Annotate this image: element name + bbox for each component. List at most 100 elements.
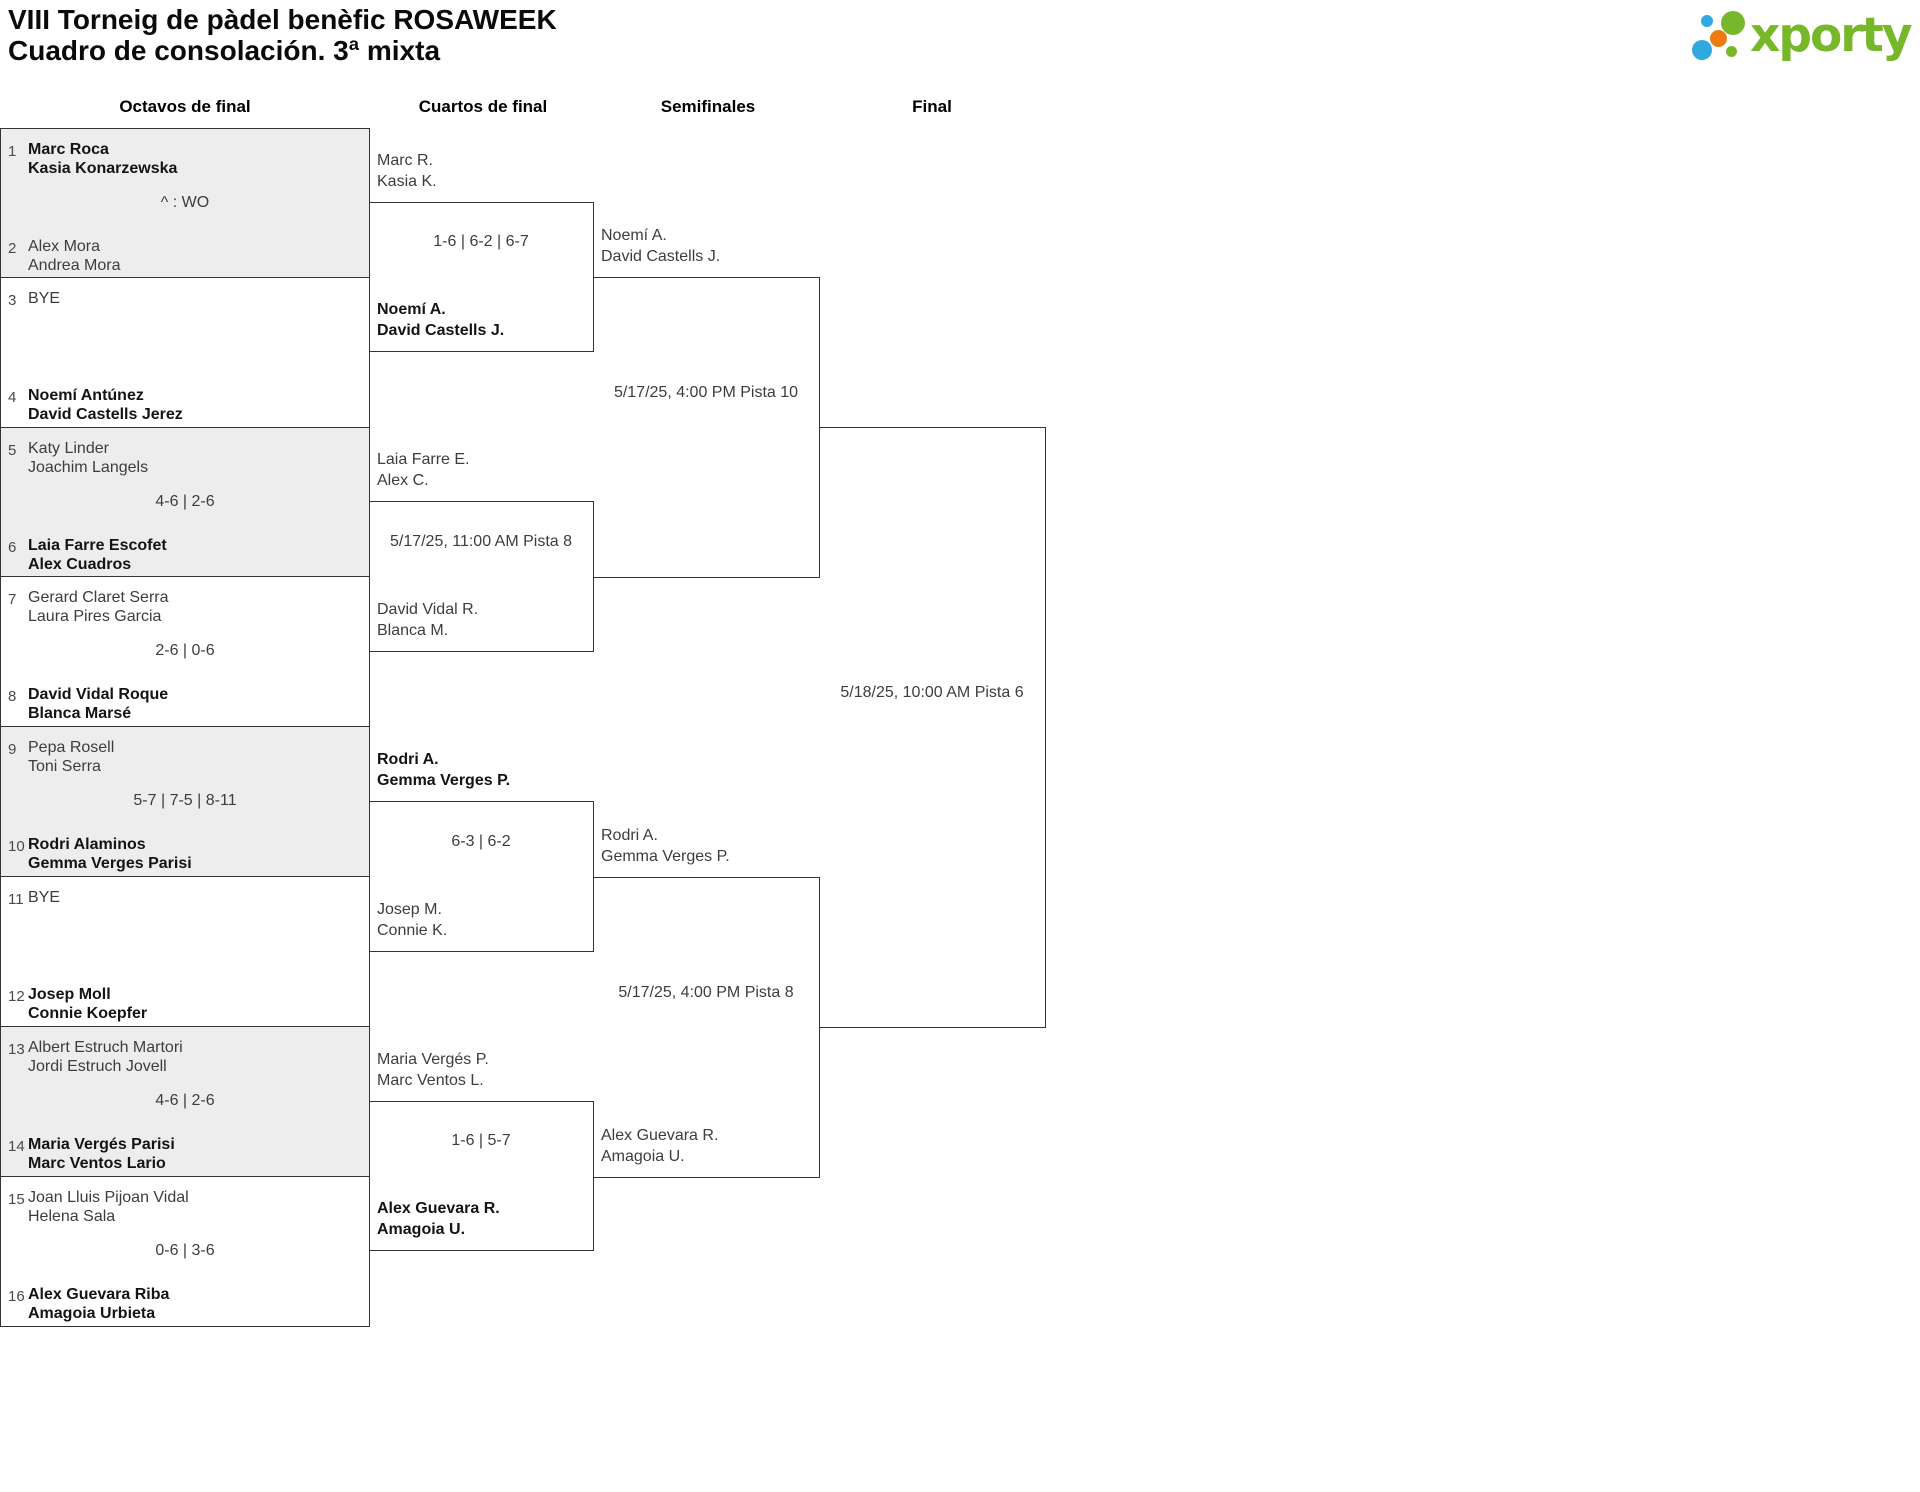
team-line: Noemí A. bbox=[601, 227, 667, 244]
seed-number: 3 bbox=[8, 292, 17, 309]
r16-match-5: 9 Pepa Rosell Toni Serra 5-7 | 7-5 | 8-1… bbox=[0, 726, 370, 877]
match-score: 4-6 | 2-6 bbox=[155, 493, 215, 510]
team-line: Noemí A. bbox=[377, 301, 446, 318]
team-line: Gemma Verges P. bbox=[601, 848, 730, 865]
sf2-bottom-team: Alex Guevara R. Amagoia U. bbox=[601, 1125, 718, 1167]
round-header-octavos: Octavos de final bbox=[119, 97, 251, 116]
team-name: Maria Vergés Parisi Marc Ventos Lario bbox=[28, 1135, 365, 1173]
team-line: Alex Guevara R. bbox=[377, 1200, 500, 1217]
team-line: Alex Guevara R. bbox=[601, 1127, 719, 1144]
team-line: Marc Ventos Lario bbox=[28, 1155, 166, 1172]
team-line: Kasia K. bbox=[377, 173, 437, 190]
team-line: Alex C. bbox=[377, 472, 429, 489]
seed-number: 16 bbox=[8, 1288, 25, 1305]
sf-match-1: 5/17/25, 4:00 PM Pista 10 bbox=[593, 277, 820, 578]
r16-match-6: 11 BYE 12 Josep Moll Connie Koepfer bbox=[0, 876, 370, 1027]
team-line: Laia Farre E. bbox=[377, 451, 470, 468]
team-line: Rodri Alaminos bbox=[28, 836, 146, 853]
qf2-bottom-team: David Vidal R. Blanca M. bbox=[377, 599, 478, 641]
r16-match-1: 1 Marc Roca Kasia Konarzewska ^ : WO 2 A… bbox=[0, 128, 370, 278]
round-header-cuartos: Cuartos de final bbox=[418, 97, 548, 116]
match-info: 5/17/25, 4:00 PM Pista 8 bbox=[618, 984, 794, 1001]
seed-number: 15 bbox=[8, 1191, 25, 1208]
match-score: 2-6 | 0-6 bbox=[155, 642, 215, 659]
r16-match-7: 13 Albert Estruch Martori Jordi Estruch … bbox=[0, 1026, 370, 1177]
qf1-top-team: Marc R. Kasia K. bbox=[377, 150, 437, 192]
team-line: Connie K. bbox=[377, 922, 448, 939]
team-line: Amagoia U. bbox=[377, 1221, 466, 1238]
seed-number: 8 bbox=[8, 688, 17, 705]
team-name: Albert Estruch Martori Jordi Estruch Jov… bbox=[28, 1038, 365, 1076]
team-line: David Vidal Roque bbox=[28, 686, 169, 703]
sf2-top-team: Rodri A. Gemma Verges P. bbox=[601, 825, 730, 867]
match-score: 1-6 | 6-2 | 6-7 bbox=[433, 233, 529, 250]
team-line: Laia Farre Escofet bbox=[28, 537, 167, 554]
qf1-bottom-team: Noemí A.David Castells J. bbox=[377, 299, 504, 341]
team-name: Rodri Alaminos Gemma Verges Parisi bbox=[28, 835, 365, 873]
team-line: Jordi Estruch Jovell bbox=[28, 1058, 167, 1075]
seed-number: 11 bbox=[8, 891, 24, 908]
page-title-line2: Cuadro de consolación. 3ª mixta bbox=[8, 35, 441, 66]
r16-match-8: 15 Joan Lluis Pijoan Vidal Helena Sala 0… bbox=[0, 1176, 370, 1327]
team-line: Alex Guevara Riba bbox=[28, 1286, 170, 1303]
team-name: BYE bbox=[28, 888, 365, 907]
team-name: Alex Mora Andrea Mora bbox=[28, 237, 365, 275]
team-line: Alex Mora bbox=[28, 238, 101, 255]
team-line: Pepa Rosell bbox=[28, 739, 115, 756]
match-info: 5/17/25, 4:00 PM Pista 10 bbox=[613, 384, 799, 401]
team-line: Helena Sala bbox=[28, 1208, 116, 1225]
team-line: Blanca M. bbox=[377, 622, 449, 639]
match-score: 4-6 | 2-6 bbox=[155, 1092, 215, 1109]
team-name: BYE bbox=[28, 289, 365, 308]
team-line: Andrea Mora bbox=[28, 257, 121, 274]
qf3-bottom-team: Josep M. Connie K. bbox=[377, 899, 447, 941]
team-line: Albert Estruch Martori bbox=[28, 1039, 183, 1056]
team-line: Toni Serra bbox=[28, 758, 101, 775]
logo-wordmark: xporty bbox=[1750, 8, 1913, 63]
match-score: 5-7 | 7-5 | 8-11 bbox=[133, 792, 237, 809]
r16-match-2: 3 BYE 4 Noemí Antúnez David Castells Jer… bbox=[0, 277, 370, 428]
logo-dot-green-small bbox=[1726, 46, 1737, 57]
qf4-bottom-team: Alex Guevara R. Amagoia U. bbox=[377, 1198, 500, 1240]
team-line: Maria Vergés P. bbox=[377, 1051, 489, 1068]
seed-number: 9 bbox=[8, 741, 17, 758]
seed-number: 1 bbox=[8, 143, 17, 160]
team-line: Josep Moll bbox=[28, 986, 111, 1003]
team-name: Joan Lluis Pijoan Vidal Helena Sala bbox=[28, 1188, 365, 1226]
seed-number: 4 bbox=[8, 389, 17, 406]
match-score: 0-6 | 3-6 bbox=[155, 1242, 215, 1259]
match-info: 5/18/25, 10:00 AM Pista 6 bbox=[840, 684, 1024, 701]
team-line: Marc R. bbox=[377, 152, 433, 169]
team-line: Rodri A. bbox=[377, 751, 439, 768]
team-name: Gerard Claret Serra Laura Pires Garcia bbox=[28, 588, 365, 626]
match-score: ^ : WO bbox=[160, 194, 210, 211]
logo-dot-orange bbox=[1710, 30, 1727, 47]
team-line: Gemma Verges P. bbox=[377, 772, 511, 789]
team-line: Alex Cuadros bbox=[28, 556, 132, 573]
team-line: BYE bbox=[28, 290, 61, 307]
team-name: David Vidal Roque Blanca Marsé bbox=[28, 685, 365, 723]
team-line: Rodri A. bbox=[601, 827, 658, 844]
team-line: BYE bbox=[28, 889, 61, 906]
team-line: Maria Vergés Parisi bbox=[28, 1136, 175, 1153]
team-line: Amagoia Urbieta bbox=[28, 1305, 156, 1322]
team-line: Laura Pires Garcia bbox=[28, 608, 162, 625]
team-line: Marc Roca bbox=[28, 141, 109, 158]
team-line: Connie Koepfer bbox=[28, 1005, 148, 1022]
team-name: Noemí Antúnez David Castells Jerez bbox=[28, 386, 365, 424]
team-line: David Vidal R. bbox=[377, 601, 479, 618]
seed-number: 2 bbox=[8, 240, 17, 257]
logo-dot-blue-small bbox=[1701, 15, 1713, 27]
final-match: 5/18/25, 10:00 AM Pista 6 bbox=[819, 427, 1046, 1028]
xporty-logo[interactable]: xporty bbox=[1690, 0, 1920, 80]
team-line: Amagoia U. bbox=[601, 1148, 685, 1165]
seed-number: 12 bbox=[8, 988, 25, 1005]
qf3-top-team: Rodri A. Gemma Verges P. bbox=[377, 749, 510, 791]
match-score: 6-3 | 6-2 bbox=[451, 833, 511, 850]
team-name: Katy Linder Joachim Langels bbox=[28, 439, 365, 477]
team-line: David Castells Jerez bbox=[28, 406, 183, 423]
seed-number: 10 bbox=[8, 838, 25, 855]
team-line: Noemí Antúnez bbox=[28, 387, 144, 404]
team-line: Josep M. bbox=[377, 901, 442, 918]
